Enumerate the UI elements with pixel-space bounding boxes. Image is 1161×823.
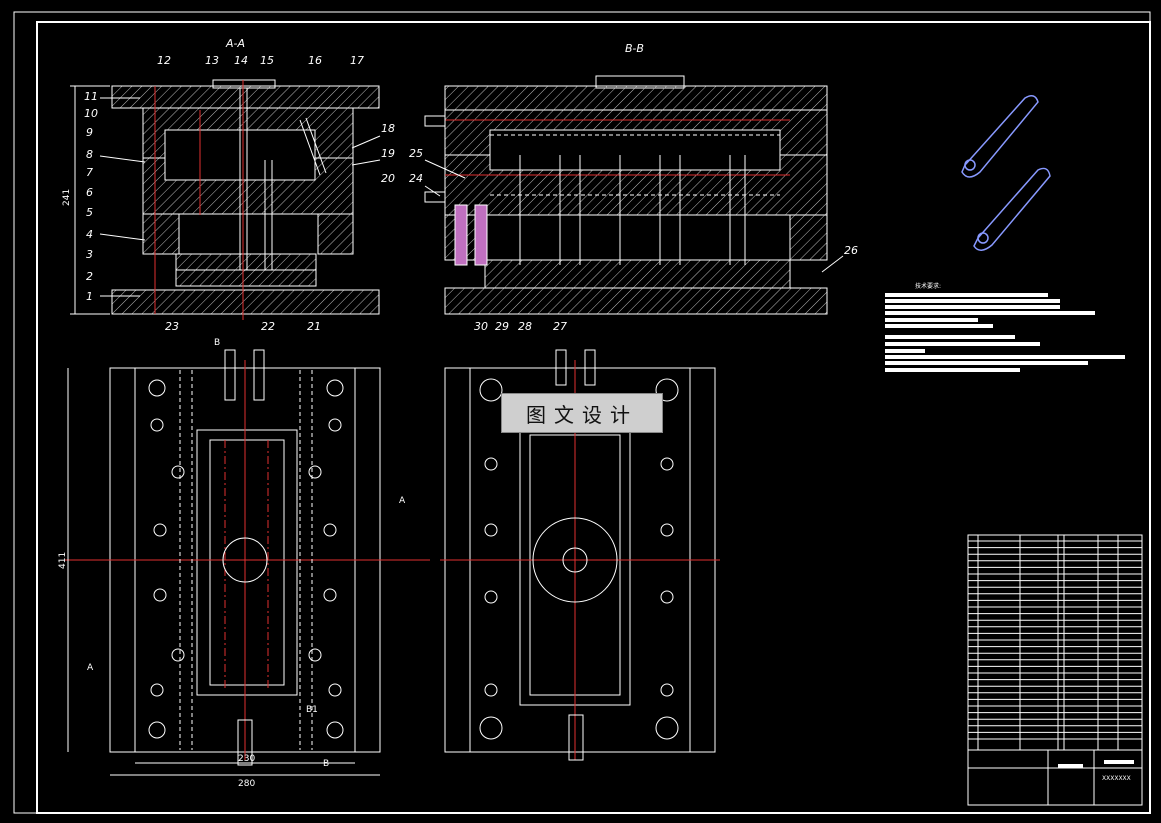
parts-list [967, 534, 1143, 751]
section-view-a-a: A-A 241 [62, 37, 380, 320]
callout-14: 14 [234, 54, 248, 67]
plan-view-fixed-half: 230 280 411 B B A A B1 [58, 338, 430, 789]
callout-24: 24 [409, 172, 423, 185]
callout-5: 5 [86, 206, 93, 219]
dim-height-left: 241 [62, 189, 72, 206]
callout-23: 23 [165, 320, 179, 333]
callout-28: 28 [518, 320, 532, 333]
part-isometric [961, 95, 1051, 251]
inner-frame [36, 21, 1151, 814]
callout-29: 29 [495, 320, 509, 333]
callout-10: 10 [84, 107, 98, 120]
callout-12: 12 [157, 54, 171, 67]
callout-30: 30 [474, 320, 488, 333]
callout-4: 4 [86, 228, 93, 241]
callout-3: 3 [86, 248, 93, 261]
section-mark-b-bottom: B [323, 759, 329, 769]
callout-11: 11 [84, 90, 98, 103]
callout-1: 1 [86, 290, 93, 303]
section-view-b-b: B-B [424, 42, 828, 315]
dim-width-inner: 230 [238, 754, 255, 764]
title-block: XXXXXXX [967, 749, 1143, 806]
technical-requirements: 技术要求: [885, 282, 1125, 372]
dim-height-plan: 411 [58, 552, 68, 569]
callout-25: 25 [409, 147, 423, 160]
callout-9: 9 [86, 126, 93, 139]
tech-req-title: 技术要求: [915, 282, 941, 290]
callout-26: 26 [844, 244, 858, 257]
callout-13: 13 [205, 54, 219, 67]
watermark-stamp: 图文设计 [501, 393, 663, 433]
callout-6: 6 [86, 186, 93, 199]
callout-8: 8 [86, 148, 93, 161]
section-mark-a-right: A [399, 496, 406, 506]
section-mark-b1: B1 [306, 705, 318, 715]
callout-17: 17 [350, 54, 364, 67]
section-title-b: B-B [625, 42, 644, 55]
callout-7: 7 [86, 166, 93, 179]
callout-22: 22 [261, 320, 275, 333]
callout-19: 19 [381, 147, 395, 160]
callout-16: 16 [308, 54, 322, 67]
callout-20: 20 [381, 172, 395, 185]
section-mark-b-top: B [214, 338, 220, 348]
section-mark-a-left: A [87, 663, 94, 673]
callout-15: 15 [260, 54, 274, 67]
callouts-b-b: 24 25 26 27 28 29 30 [409, 147, 858, 333]
callout-21: 21 [307, 320, 321, 333]
callout-27: 27 [553, 320, 567, 333]
callout-18: 18 [381, 122, 395, 135]
callouts-a-a: 1 2 3 4 5 6 7 8 9 10 11 12 13 14 15 16 1… [84, 54, 395, 333]
section-title-a: A-A [225, 37, 245, 50]
callout-2: 2 [86, 270, 93, 283]
dim-width-outer: 280 [238, 779, 255, 789]
drawing-number: XXXXXXX [1102, 775, 1131, 782]
